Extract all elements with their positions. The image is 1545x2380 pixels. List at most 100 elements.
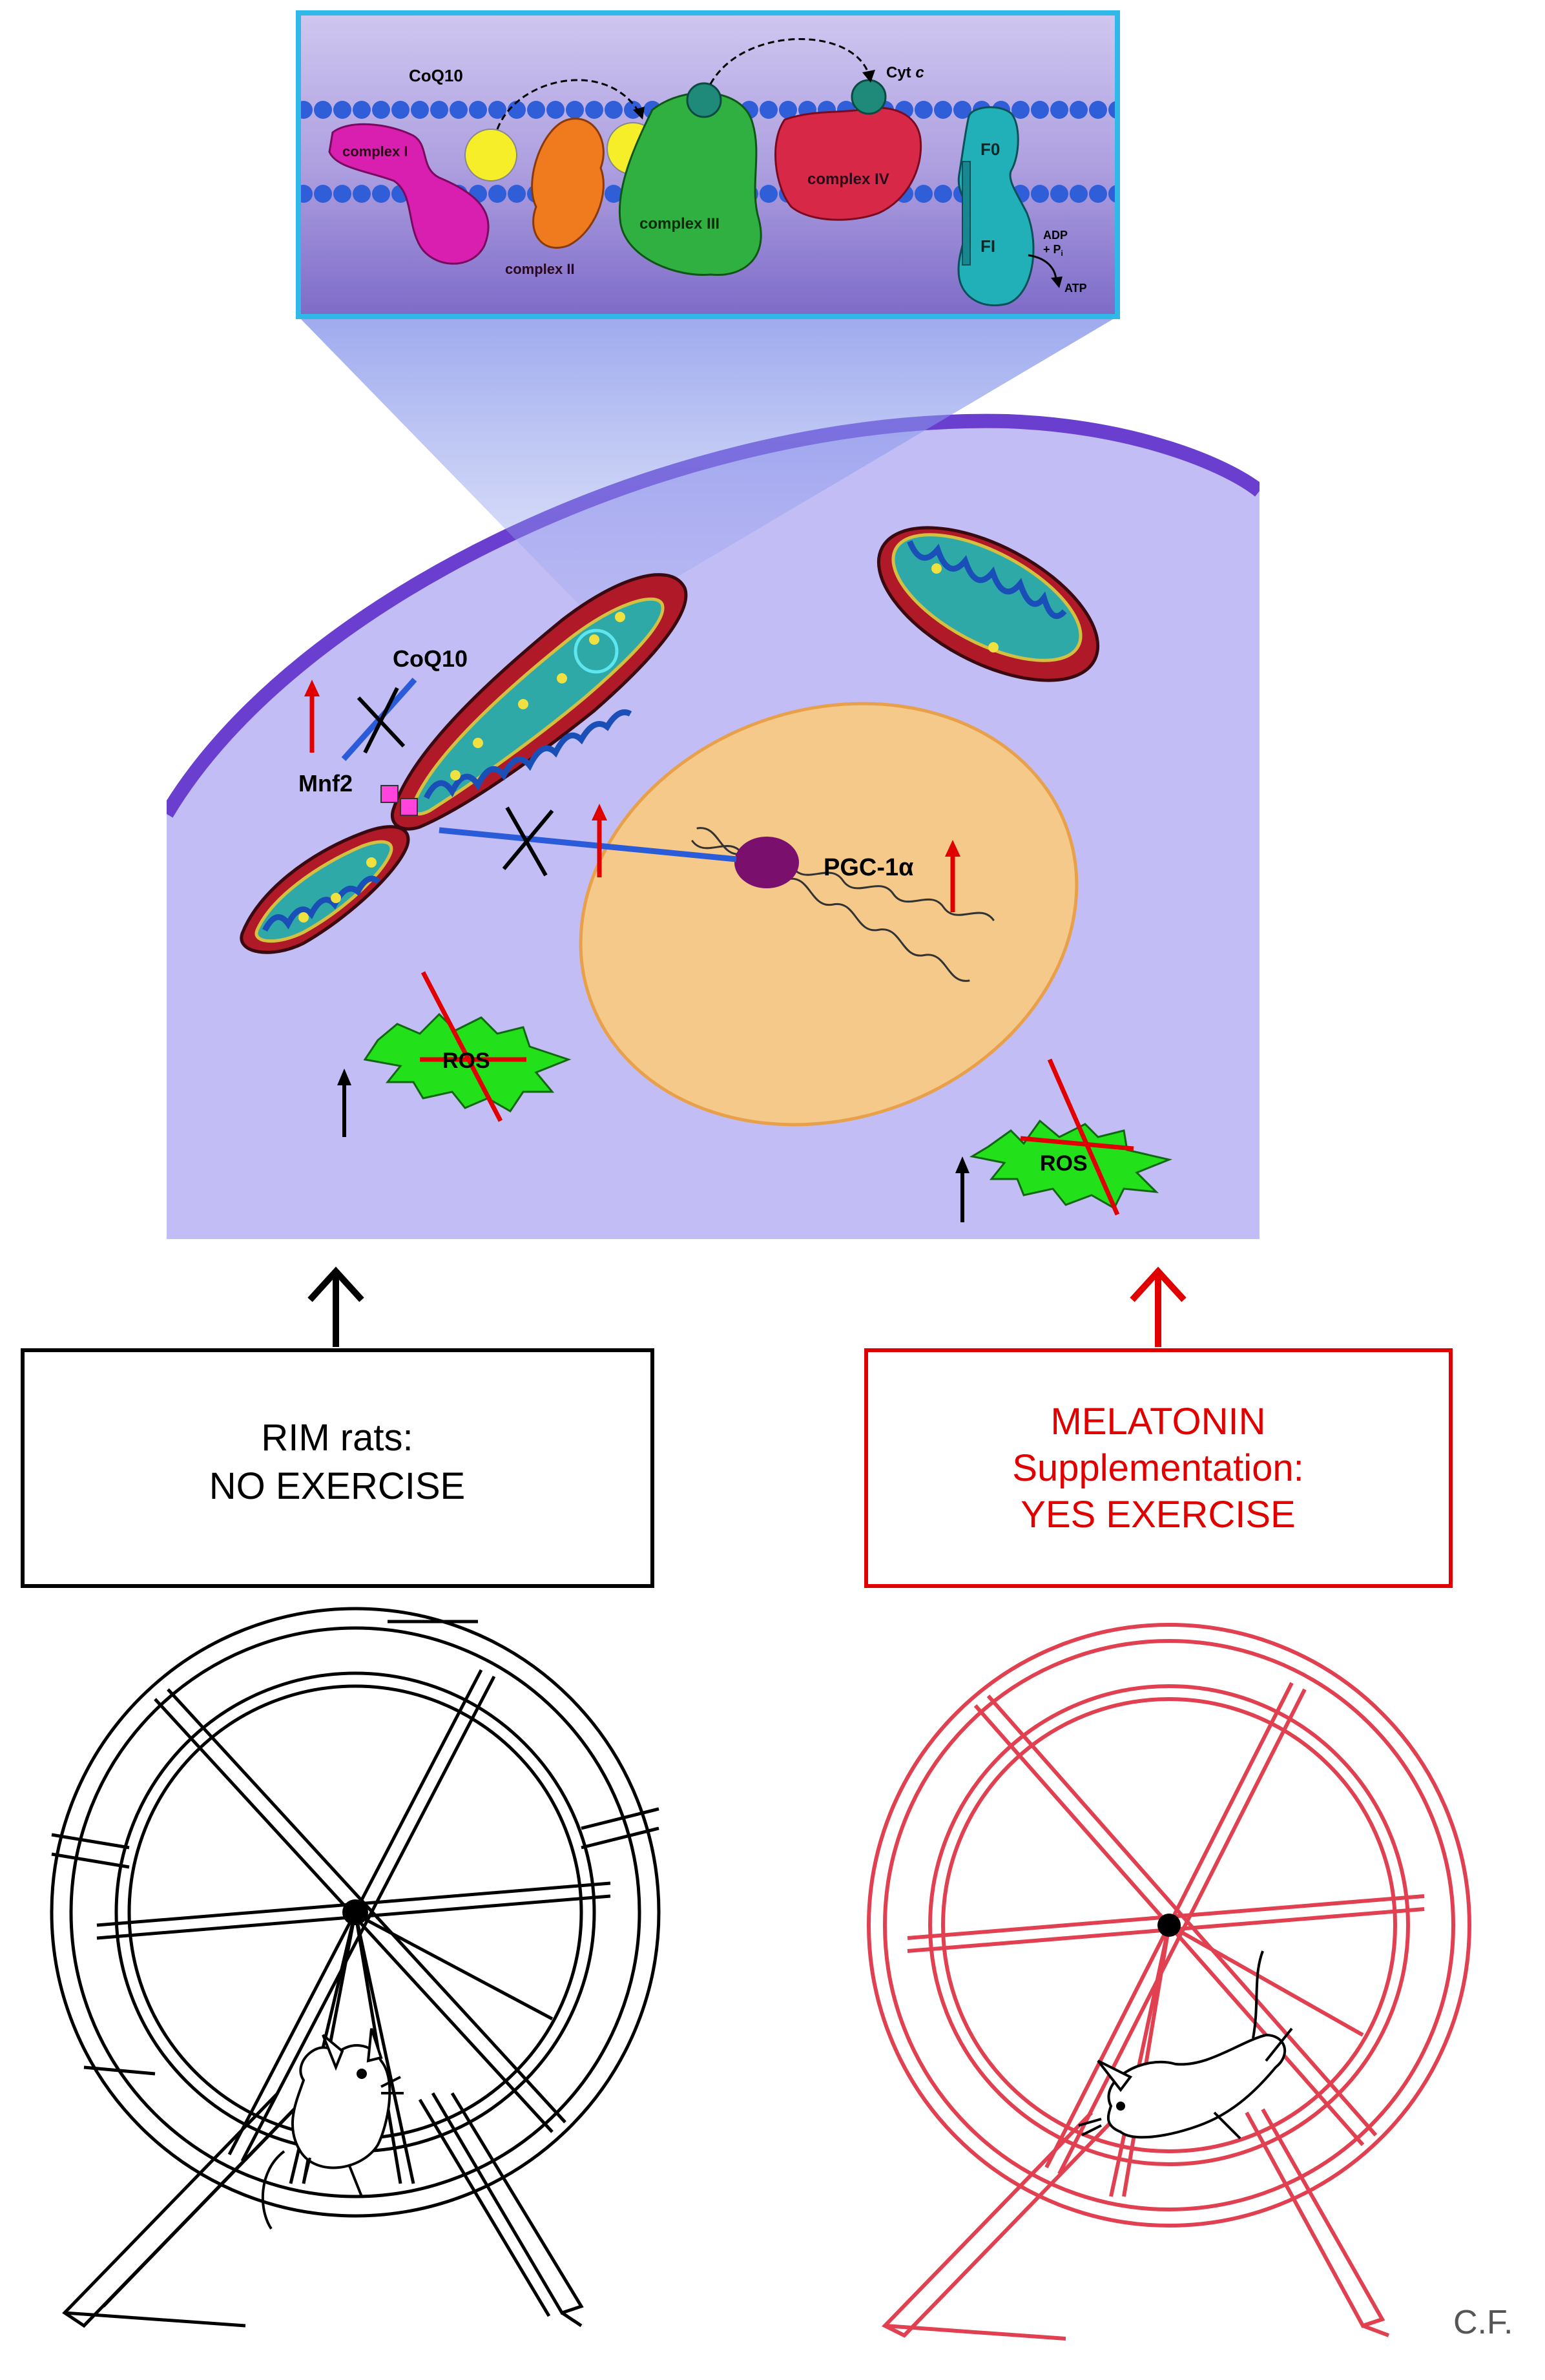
label-cyt-c: Cyt c — [886, 64, 924, 81]
lipid-head — [1031, 185, 1049, 203]
cross-mark — [363, 687, 399, 754]
rat-sedentary-icon — [261, 2028, 404, 2230]
lipid-head — [372, 101, 390, 119]
label-coq10: CoQ10 — [393, 645, 468, 672]
mitochondrion-fused — [240, 573, 688, 954]
ros-burst-1 — [363, 971, 572, 1122]
lipid-head — [1050, 101, 1068, 119]
up-arrow-black — [337, 1069, 351, 1137]
lipid-head — [605, 101, 623, 119]
atp-synthase — [957, 106, 1035, 307]
lipid-head — [934, 185, 952, 203]
mitochondrion-single — [876, 526, 1100, 682]
lipid-head — [411, 101, 429, 119]
label-complex-i: complex I — [342, 143, 408, 160]
inset-frame — [296, 10, 1120, 319]
electron-path-arrow — [709, 38, 870, 85]
label-ros-1: ROS — [442, 1049, 490, 1073]
lipid-head — [372, 185, 390, 203]
box-right-line3: YES EXERCISE — [1021, 1494, 1295, 1536]
lipid-head — [508, 185, 526, 203]
right-up-arrow — [1130, 1266, 1187, 1347]
nucleus — [579, 702, 1079, 1127]
wheel-hub-left — [342, 1899, 368, 1925]
lipid-head — [566, 101, 584, 119]
mnf2-protein — [400, 798, 418, 816]
lipid-head — [391, 101, 410, 119]
lipid-head — [298, 185, 313, 203]
lipid-head — [1050, 185, 1068, 203]
lipid-head — [430, 101, 448, 119]
exercise-wheel-active — [867, 1623, 1471, 2341]
lipid-head — [585, 101, 603, 119]
label-f1: FI — [980, 236, 995, 256]
cell-panel: CoQ10 Mnf2 PGC-1α ROS ROS — [167, 317, 1260, 1239]
lipid-head — [333, 185, 351, 203]
label-atp: ATP — [1064, 282, 1087, 295]
mnf2-protein — [380, 785, 399, 803]
lipid-head — [333, 101, 351, 119]
lipid-head — [1031, 101, 1049, 119]
lipid-head — [298, 101, 313, 119]
lipid-head — [546, 101, 565, 119]
lipid-head — [314, 185, 332, 203]
cross-mark — [502, 809, 554, 870]
up-arrow-red — [592, 804, 607, 877]
label-complex-iii: complex III — [639, 215, 720, 233]
complex-iii-shape — [618, 92, 762, 277]
lipid-head — [488, 101, 506, 119]
label-inset-coq10: CoQ10 — [409, 66, 463, 85]
lipid-head — [760, 101, 778, 119]
wheel-hub-right — [1157, 1914, 1181, 1937]
lipid-head — [1070, 101, 1088, 119]
box-right-line1: MELATONIN — [1050, 1401, 1265, 1443]
complex-i-shape — [328, 123, 490, 265]
lipid-head — [779, 101, 797, 119]
label-pgc-1a: PGC-1α — [824, 854, 914, 881]
lipid-head — [934, 101, 952, 119]
label-complex-iv: complex IV — [807, 171, 889, 188]
label-complex-ii: complex II — [505, 261, 575, 277]
exercise-wheel-sedentary — [50, 1607, 661, 2328]
lipid-head — [915, 185, 933, 203]
inhibition-bar-pgc — [439, 827, 737, 862]
coq10-molecule — [464, 129, 517, 182]
pgc-1a-protein — [734, 837, 799, 888]
box-left-line1: RIM rats: — [261, 1417, 413, 1459]
box-left-line2: NO EXERCISE — [209, 1465, 465, 1507]
complex-ii-shape — [531, 118, 605, 249]
label-pi: + Pi — [1043, 243, 1063, 258]
etc-inset: CoQ10 complex I complex II complex III c… — [296, 10, 1120, 319]
lipid-head — [915, 101, 933, 119]
up-arrow-red — [304, 680, 320, 753]
lipid-head — [605, 185, 623, 203]
lipid-head — [508, 101, 526, 119]
left-up-arrow — [307, 1266, 364, 1347]
lipid-head — [314, 101, 332, 119]
lipid-head — [450, 101, 468, 119]
lipid-head — [1070, 185, 1088, 203]
cyt-c-molecule — [851, 79, 887, 115]
lipid-head — [1011, 101, 1030, 119]
label-mnf2: Mnf2 — [298, 770, 353, 797]
box-melatonin: MELATONIN Supplementation: YES EXERCISE — [864, 1348, 1453, 1588]
label-f0: F0 — [980, 140, 1000, 159]
zoom-beam — [298, 317, 1117, 620]
up-arrow-red — [945, 840, 960, 912]
lipid-head — [527, 101, 545, 119]
lipid-head — [1089, 185, 1107, 203]
lipid-head — [353, 185, 371, 203]
label-adp: ADP — [1043, 229, 1068, 242]
box-no-exercise: RIM rats: NO EXERCISE — [21, 1348, 654, 1588]
lipid-head — [488, 185, 506, 203]
zoom-focus-circle — [574, 629, 619, 674]
box-right-line2: Supplementation: — [1012, 1447, 1303, 1489]
lipid-head — [760, 185, 778, 203]
ros-burst-2 — [969, 1058, 1173, 1216]
up-arrow-black — [955, 1156, 970, 1222]
electron-path-arrow — [496, 79, 641, 130]
lipid-head — [469, 101, 487, 119]
lipid-head — [1089, 101, 1107, 119]
author-credit: C.F. — [1453, 2304, 1513, 2341]
